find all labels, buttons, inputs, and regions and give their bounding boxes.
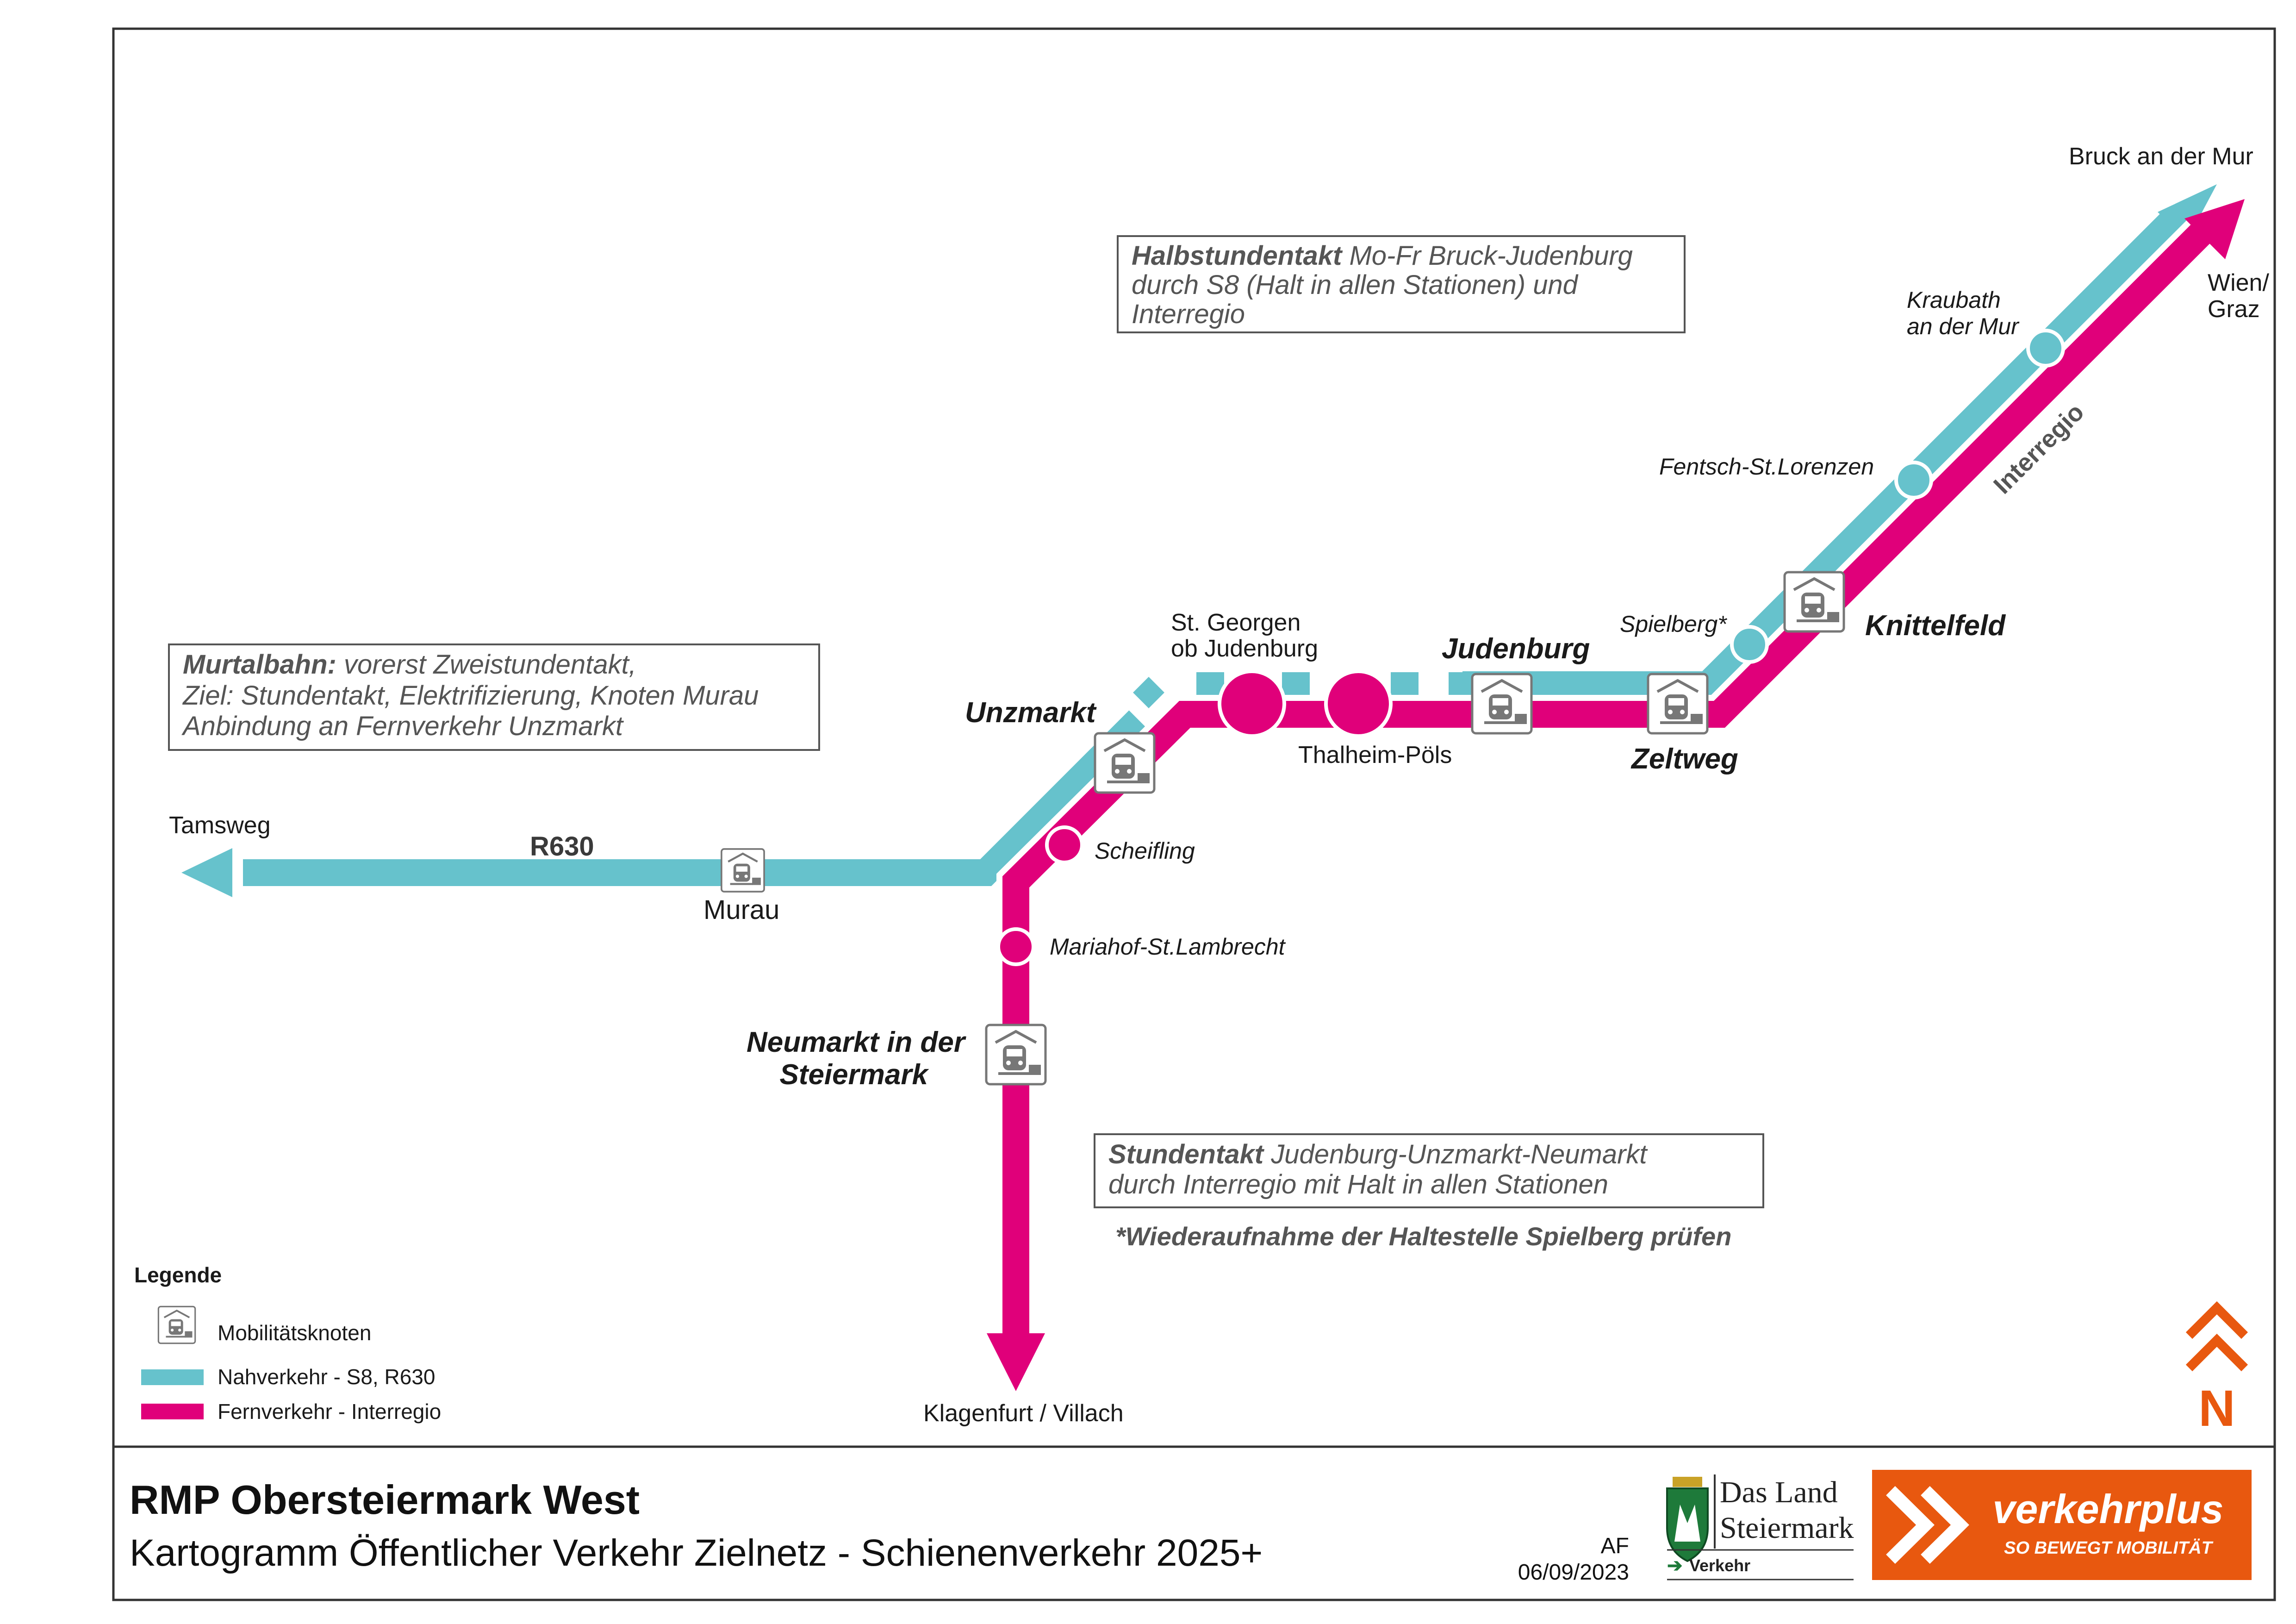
double-chevron-icon — [1886, 1486, 1969, 1564]
label-fentsch: Fentsch-St.Lorenzen — [1659, 454, 1874, 480]
mobility-node-icon — [722, 849, 764, 892]
station-kraubath — [2026, 329, 2065, 368]
verkehrplus-tagline: SO BEWEGT MOBILITÄT — [2004, 1538, 2213, 1558]
legend-nah: Nahverkehr - S8, R630 — [218, 1365, 435, 1389]
note-halbstunden-line3: Interregio — [1132, 299, 1245, 329]
label-judenburg: Judenburg — [1442, 633, 1590, 665]
note-stunden-line1: Judenburg-Unzmarkt-Neumarkt — [1263, 1139, 1648, 1169]
label-r630: R630 — [530, 831, 594, 862]
station-scheifling — [1045, 825, 1084, 864]
note-halbstunden-line1: Mo-Fr Bruck-Judenburg — [1342, 241, 1633, 271]
note-halbstunden-bold: Halbstundentakt — [1132, 241, 1343, 271]
svg-text:Murtalbahn: vorerst Zweistunde: Murtalbahn: vorerst Zweistundentakt, — [183, 650, 636, 680]
note-murtalbahn-line1: vorerst Zweistundentakt, — [336, 650, 636, 680]
mobility-node-icon — [1472, 674, 1531, 733]
label-kraubath-line1: Kraubath — [1907, 287, 2001, 313]
arrow-bruck — [2158, 184, 2217, 241]
arrow-klagenfurt — [987, 1333, 1045, 1391]
label-st-georgen-line2: ob Judenburg — [1171, 635, 1318, 662]
label-wien-line1: Wien/ — [2208, 269, 2269, 296]
label-scheifling: Scheifling — [1095, 838, 1195, 864]
footer-author: AF — [1601, 1534, 1629, 1558]
land-name-line1: Das Land — [1720, 1475, 1838, 1509]
footer-subtitle: Kartogramm Öffentlicher Verkehr Zielnetz… — [130, 1532, 1263, 1574]
label-spielberg: Spielberg* — [1620, 611, 1727, 637]
north-arrow-icon: N — [2185, 1301, 2248, 1437]
station-spielberg — [1730, 625, 1769, 664]
note-murtalbahn-line3: Anbindung an Fernverkehr Unzmarkt — [181, 711, 624, 741]
note-stunden-bold: Stundentakt — [1108, 1139, 1265, 1169]
legend-fern-swatch — [141, 1404, 204, 1419]
mobility-node-icon — [1095, 733, 1154, 793]
legend-title: Legende — [134, 1263, 222, 1287]
label-unzmarkt: Unzmarkt — [965, 697, 1097, 729]
label-bruck: Bruck an der Mur — [2069, 143, 2253, 170]
land-arrow-icon: ➔ — [1667, 1555, 1683, 1576]
station-mariahof — [996, 927, 1035, 966]
land-steiermark-logo: Das Land Steiermark ➔ Verkehr — [1666, 1474, 1854, 1580]
line-nahverkehr-dash — [1391, 672, 1419, 697]
svg-text:Stundentakt Judenburg-Unzmarkt: Stundentakt Judenburg-Unzmarkt-Neumarkt — [1108, 1139, 1648, 1169]
verkehrplus-name: verkehrplus — [1993, 1486, 2224, 1532]
svg-text:Halbstundentakt Mo-Fr Bruck-Ju: Halbstundentakt Mo-Fr Bruck-Judenburg — [1132, 241, 1633, 271]
mobility-node-icon — [1648, 674, 1707, 733]
coat-of-arms-icon — [1666, 1477, 1709, 1562]
note-murtalbahn-bold: Murtalbahn: — [183, 650, 336, 680]
note-spielberg: *Wiederaufnahme der Haltestelle Spielber… — [1115, 1222, 1731, 1251]
station-fentsch — [1894, 461, 1933, 500]
verkehrplus-logo: verkehrplus SO BEWEGT MOBILITÄT — [1872, 1470, 2252, 1580]
label-kraubath-line2: an der Mur — [1907, 313, 2020, 339]
station-st-georgen — [1218, 669, 1286, 738]
label-knittelfeld: Knittelfeld — [1865, 610, 2006, 642]
label-zeltweg: Zeltweg — [1630, 743, 1738, 775]
mobility-node-icon — [1785, 572, 1844, 631]
line-nahverkehr-dash — [1282, 672, 1310, 697]
legend-fern: Fernverkehr - Interregio — [218, 1399, 441, 1424]
map-frame — [112, 27, 2276, 1601]
land-name-line2: Steiermark — [1720, 1511, 1854, 1545]
note-murtalbahn: Murtalbahn: vorerst Zweistundentakt, Zie… — [168, 643, 820, 751]
label-wien-line2: Graz — [2208, 296, 2260, 323]
arrow-wien — [2184, 199, 2245, 259]
station-thalheim — [1324, 669, 1393, 738]
note-halbstundentakt: Halbstundentakt Mo-Fr Bruck-Judenburg du… — [1117, 235, 1686, 333]
label-tamsweg: Tamsweg — [169, 812, 271, 839]
note-murtalbahn-line2: Ziel: Stundentakt, Elektrifizierung, Kno… — [182, 681, 759, 711]
label-neumarkt-line1: Neumarkt in der — [747, 1026, 966, 1058]
label-mariahof: Mariahof-St.Lambrecht — [1050, 934, 1286, 960]
north-label: N — [2198, 1380, 2235, 1437]
legend-nah-swatch — [141, 1369, 204, 1385]
mobility-node-icon — [157, 1305, 196, 1344]
note-stundentakt: Stundentakt Judenburg-Unzmarkt-Neumarkt … — [1094, 1133, 1764, 1208]
label-st-georgen-line1: St. Georgen — [1171, 609, 1300, 636]
label-klagenfurt: Klagenfurt / Villach — [923, 1400, 1124, 1427]
legend: Legende Mobilitätsknoten Nahverkehr - S8… — [134, 1263, 441, 1424]
footer-title: RMP Obersteiermark West — [130, 1477, 640, 1523]
legend-mobility: Mobilitätsknoten — [218, 1321, 371, 1345]
label-neumarkt-line2: Steiermark — [779, 1059, 929, 1091]
note-stunden-line2: durch Interregio mit Halt in allen Stati… — [1108, 1169, 1608, 1199]
line-nahverkehr-r630 — [243, 710, 1148, 886]
label-murau: Murau — [703, 895, 779, 925]
line-nahverkehr-dash — [1133, 677, 1164, 708]
label-thalheim: Thalheim-Pöls — [1298, 742, 1452, 768]
mobility-node-icon — [986, 1025, 1045, 1084]
footer-date: 06/09/2023 — [1518, 1560, 1629, 1585]
line-nahverkehr-dash — [1449, 672, 1462, 697]
arrow-tamsweg — [181, 848, 232, 897]
land-name-line3: Verkehr — [1689, 1556, 1750, 1575]
note-halbstunden-line2: durch S8 (Halt in allen Stationen) und — [1132, 270, 1579, 300]
